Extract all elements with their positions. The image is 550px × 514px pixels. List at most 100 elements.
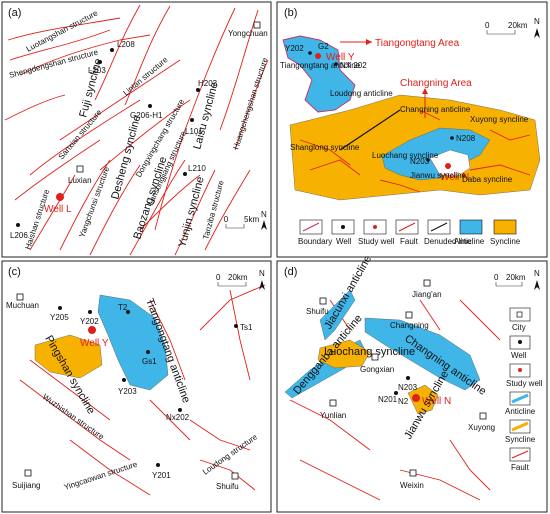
panel-c-faults <box>19 284 266 496</box>
study-well-marker <box>412 394 420 402</box>
well-marker <box>334 62 338 66</box>
scale-bar <box>495 282 523 287</box>
structure-label: Lansongjiang structure <box>146 129 189 207</box>
city-label: Shuifu <box>216 482 239 491</box>
well-marker <box>178 408 182 412</box>
panel-c-frame <box>1 260 272 513</box>
well-marker <box>88 310 92 314</box>
well-label: Ts1 <box>240 323 253 332</box>
syncline-label: Desheng syncline <box>109 114 143 201</box>
well-label: N208 <box>456 134 476 143</box>
well-marker <box>183 172 187 176</box>
anticline-area <box>319 289 356 341</box>
scale-zero: 0 <box>494 273 499 282</box>
study-well-marker <box>445 163 451 169</box>
well-marker <box>196 88 200 92</box>
panel-d-legend: City Well Study well Anticline Syncline … <box>505 307 543 472</box>
well-marker <box>394 391 398 395</box>
well-label: L210 <box>188 164 206 173</box>
legend-label: Syncline <box>505 435 536 444</box>
study-well-label: Well N <box>440 172 469 183</box>
north-label: N <box>534 17 540 26</box>
panel-d: (d) Jiang'an Shuifu Jiacunxi anticline C… <box>276 253 548 513</box>
panel-a-frame <box>1 1 272 258</box>
well-marker <box>146 350 150 354</box>
panel-c: (c) Muchuan Y205 Y202 T2 Tiangongtang an… <box>1 260 272 513</box>
panel-c-letter: (c) <box>8 266 21 278</box>
syncline-label: Daba syncline <box>462 175 513 184</box>
panel-d-frame <box>276 260 548 513</box>
panel-b-legend: Boundary Well Study well Fault Denuded l… <box>298 219 521 246</box>
north-label: N <box>259 269 265 278</box>
well-label: NX 202 <box>340 61 367 70</box>
syncline-area <box>317 339 371 369</box>
panel-b-frame <box>276 1 548 258</box>
anticline-area <box>364 317 481 391</box>
city-label: Jiang'an <box>412 290 442 299</box>
scale-bar <box>486 30 516 35</box>
syncline-label: Luochang syncline <box>324 346 415 358</box>
legend-label: Boundary <box>298 237 332 246</box>
study-well-label: Well L <box>44 204 72 215</box>
anticline-label: Tiangongtang anticline <box>280 61 361 70</box>
denuded-line <box>339 109 401 151</box>
syncline-label: Xuyong syncline <box>470 115 529 124</box>
syncline-label: Jianwu syncline <box>410 171 467 180</box>
scale-label: 5km <box>244 215 259 224</box>
city-marker <box>319 297 327 305</box>
city-marker <box>76 165 84 173</box>
syncline-label: Luochang syncline <box>372 151 439 160</box>
anticline-label: Changning anticline <box>400 105 471 114</box>
structure-label: Huangchengshan structure <box>231 56 269 151</box>
well-label: L203 <box>88 66 106 75</box>
legend-label: Anticline <box>505 407 536 416</box>
study-well-label: Well Y <box>80 338 109 349</box>
structure-label: Tanziba structure <box>201 179 226 241</box>
north-arrow-icon <box>259 280 265 290</box>
well-marker <box>450 136 454 140</box>
well-label: N201 <box>378 395 398 404</box>
scale-zero: 0 <box>224 215 229 224</box>
city-marker <box>371 353 379 361</box>
well-label: Y202 <box>285 44 304 53</box>
syncline-area <box>407 384 439 415</box>
well-marker <box>148 104 152 108</box>
well-marker <box>126 310 130 314</box>
anticline-area <box>97 294 169 391</box>
well-label: T2 <box>118 303 128 312</box>
legend-label: Anticline <box>454 237 485 246</box>
city-marker <box>16 293 24 301</box>
anticline-area <box>381 127 491 181</box>
well-marker <box>122 378 126 382</box>
boundary-line <box>282 35 356 113</box>
legend-label: Study well <box>506 379 543 388</box>
study-well-label: Well Y <box>326 52 355 63</box>
north-arrow-icon <box>261 220 267 230</box>
legend-label: Syncline <box>490 237 521 246</box>
north-label: N <box>261 210 267 219</box>
study-well-label: Well N <box>422 396 451 407</box>
syncline-label: Shanglong syncline <box>290 143 360 152</box>
scale-bar <box>225 224 245 229</box>
anticline-label: Loudong anticline <box>330 89 393 98</box>
city-marker <box>253 21 261 29</box>
city-label: Muchuan <box>6 301 39 310</box>
structure-label: Haishan structure <box>23 188 51 251</box>
panel-d-faults <box>289 299 501 501</box>
legend-label: City <box>512 323 526 332</box>
well-label: G206-H1 <box>130 111 163 120</box>
well-label: G2 <box>318 42 329 51</box>
scale-zero: 0 <box>485 21 490 30</box>
panel-a-letter: (a) <box>8 7 21 19</box>
city-label: Xuyong <box>468 423 495 432</box>
city-marker <box>231 472 239 480</box>
city-label: Gongxian <box>360 365 394 374</box>
city-marker <box>24 469 32 477</box>
north-label: N <box>534 269 540 278</box>
scale-zero: 0 <box>216 273 221 282</box>
structure-label: Yingcaowan structure <box>63 459 139 491</box>
panel-d-letter: (d) <box>284 266 297 278</box>
well-marker <box>98 60 102 64</box>
structure-label: Luotangshan structure <box>25 8 100 54</box>
city-marker <box>479 412 487 420</box>
